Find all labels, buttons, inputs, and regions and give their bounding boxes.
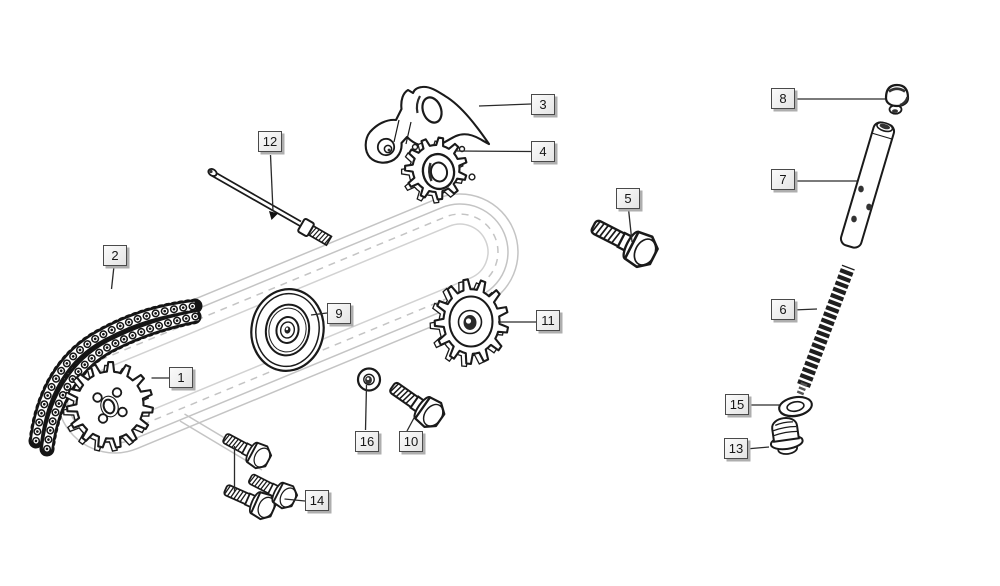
callout-number: 11 — [541, 313, 555, 328]
part-9-roller — [250, 288, 325, 372]
callout-number: 12 — [262, 134, 278, 149]
part-15-washer — [778, 395, 813, 418]
part-3-tensioner-arm — [364, 85, 491, 164]
part-callout-3[interactable]: 3 — [531, 94, 555, 115]
part-callout-2[interactable]: 2 — [103, 245, 127, 266]
callout-number: 16 — [359, 434, 375, 449]
callout-number: 14 — [309, 493, 325, 508]
callout-number: 8 — [779, 91, 787, 106]
part-1-sprocket — [62, 360, 154, 452]
part-10-bolt — [382, 373, 450, 434]
callout-number: 5 — [624, 191, 632, 206]
part-5-bolt — [584, 209, 663, 273]
part-6-spring — [796, 264, 855, 396]
leader-lines — [110, 98, 885, 502]
part-callout-7[interactable]: 7 — [771, 169, 795, 190]
callout-number: 13 — [728, 441, 744, 456]
callout-number: 4 — [539, 144, 547, 159]
part-11-idler-sprocket — [429, 278, 510, 368]
callout-number: 9 — [335, 306, 343, 321]
part-callout-10[interactable]: 10 — [399, 431, 423, 452]
callout-number: 1 — [177, 370, 185, 385]
callout-number: 10 — [403, 434, 419, 449]
part-callout-13[interactable]: 13 — [724, 438, 748, 459]
part-callout-9[interactable]: 9 — [327, 303, 351, 324]
part-callout-14[interactable]: 14 — [305, 490, 329, 511]
part-7-tensioner-body — [839, 121, 896, 249]
part-16-washer — [356, 367, 382, 392]
part-13-plug — [769, 417, 804, 455]
callout-number: 15 — [729, 397, 745, 412]
part-callout-6[interactable]: 6 — [771, 299, 795, 320]
part-callout-8[interactable]: 8 — [771, 88, 795, 109]
callout-number: 7 — [779, 172, 787, 187]
part-callout-5[interactable]: 5 — [616, 188, 640, 209]
part-callout-16[interactable]: 16 — [355, 431, 379, 452]
callout-number: 2 — [111, 248, 119, 263]
callout-number: 3 — [539, 97, 547, 112]
part-callout-11[interactable]: 11 — [536, 310, 560, 331]
part-callout-12[interactable]: 12 — [258, 131, 282, 152]
part-callout-15[interactable]: 15 — [725, 394, 749, 415]
part-12-push-rod — [207, 168, 333, 247]
part-8-cap — [884, 83, 910, 115]
callout-number: 6 — [779, 302, 787, 317]
part-14-screws — [217, 425, 301, 524]
part-4-idler-sprocket — [400, 136, 476, 204]
part-callout-4[interactable]: 4 — [531, 141, 555, 162]
part-callout-1[interactable]: 1 — [169, 367, 193, 388]
